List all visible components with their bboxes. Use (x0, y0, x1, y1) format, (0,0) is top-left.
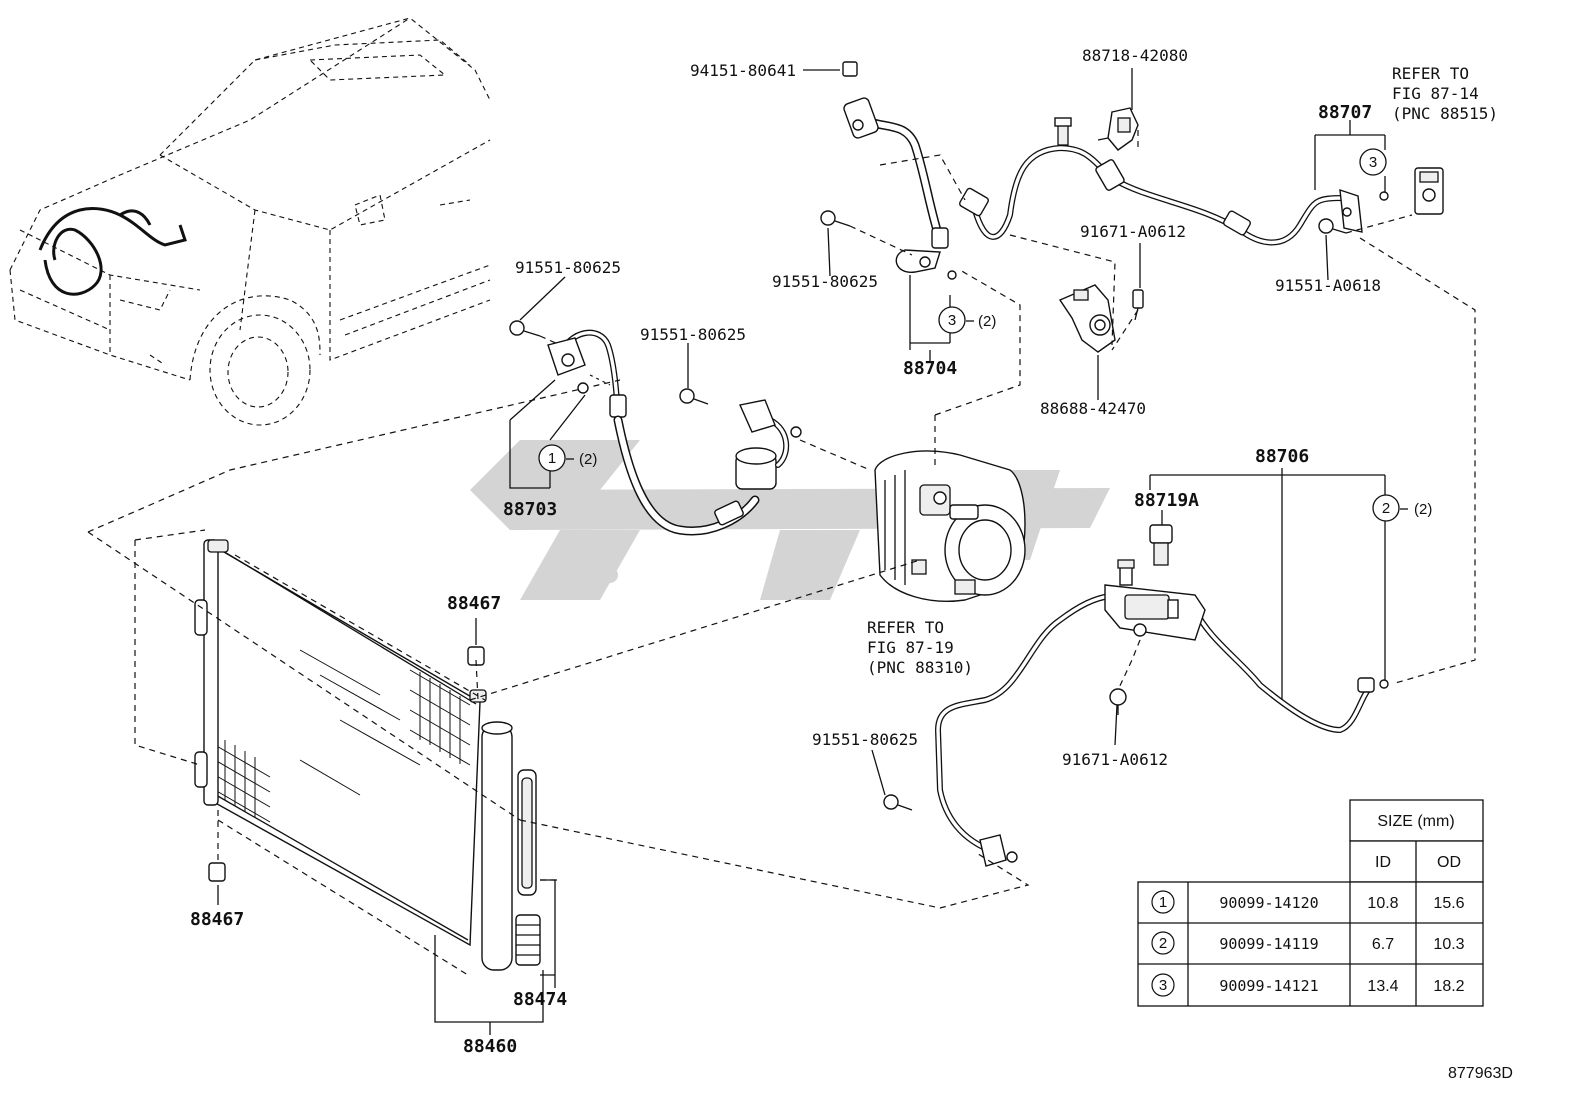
condenser-88460 (194, 539, 541, 971)
svg-text:2: 2 (1159, 935, 1167, 952)
expansion-valve (1414, 167, 1444, 215)
label-88719A: 88719A (1134, 490, 1199, 511)
svg-text:1: 1 (1159, 894, 1167, 911)
label-94151-80641: 94151-80641 (690, 61, 796, 80)
suction-hose-88704 (842, 61, 949, 273)
svg-text:10.3: 10.3 (1433, 936, 1464, 953)
svg-text:90099-14121: 90099-14121 (1219, 977, 1318, 995)
svg-text:13.4: 13.4 (1367, 978, 1398, 995)
bolts-top (820, 210, 1347, 234)
label-91551-80625-low: 91551-80625 (812, 730, 918, 749)
table-row: 1 90099-14120 10.8 15.6 (1151, 890, 1465, 914)
pipe-88707 (959, 117, 1363, 246)
label-88467-bottom: 88467 (190, 909, 244, 930)
callout-2: 2 (2) (1372, 494, 1432, 522)
dashed-leaders (87, 130, 1476, 976)
label-91551-A0618: 91551-A0618 (1275, 276, 1381, 295)
label-91551-80625-left: 91551-80625 (515, 258, 621, 277)
svg-text:90099-14119: 90099-14119 (1219, 935, 1318, 953)
svg-text:3: 3 (1159, 977, 1167, 994)
table-header-id: ID (1375, 854, 1391, 871)
o-rings (577, 191, 1389, 394)
label-88703: 88703 (503, 499, 557, 520)
bolts-low (883, 688, 1127, 811)
svg-text:(2): (2) (579, 451, 597, 468)
svg-text:3: 3 (948, 312, 956, 329)
svg-text:2: 2 (1382, 500, 1390, 517)
table-header-size: SIZE (mm) (1377, 813, 1454, 830)
svg-text:15.6: 15.6 (1433, 895, 1464, 912)
label-91551-80625-upper: 91551-80625 (772, 272, 878, 291)
label-91671-A0612-top: 91671-A0612 (1080, 222, 1186, 241)
callout-3-top: 3 (1359, 148, 1387, 176)
label-88704: 88704 (903, 358, 957, 379)
refer-fig-87-19-line3: (PNC 88310) (867, 658, 973, 677)
o-ring-size-table: SIZE (mm) ID OD 1 90099-14120 10.8 15.6 … (1137, 799, 1484, 1007)
refer-fig-87-14-line2: FIG 87-14 (1392, 84, 1479, 103)
label-91671-A0612-low: 91671-A0612 (1062, 750, 1168, 769)
table-row: 3 90099-14121 13.4 18.2 (1151, 973, 1465, 997)
callout-1: 1 (2) (538, 444, 597, 472)
table-row: 2 90099-14119 6.7 10.3 (1151, 931, 1465, 955)
bracket-88718 (1097, 107, 1139, 151)
discharge-hose-88703 (547, 329, 802, 536)
label-88460: 88460 (463, 1036, 517, 1057)
bolts-mid (509, 320, 709, 405)
label-91551-80625-mid: 91551-80625 (640, 325, 746, 344)
label-88474: 88474 (513, 989, 567, 1010)
refer-fig-87-14-line1: REFER TO (1392, 64, 1469, 83)
condenser-fins (214, 649, 471, 823)
label-88706: 88706 (1255, 446, 1309, 467)
label-88688-42470: 88688-42470 (1040, 399, 1146, 418)
label-88718-42080: 88718-42080 (1082, 46, 1188, 65)
svg-text:6.7: 6.7 (1372, 936, 1394, 953)
figure-id: 877963D (1448, 1065, 1513, 1082)
vehicle-outline (9, 17, 491, 426)
svg-text:18.2: 18.2 (1433, 978, 1464, 995)
table-header-od: OD (1437, 854, 1461, 871)
label-88707: 88707 (1318, 102, 1372, 123)
callout-3-mid: 3 (2) (938, 306, 996, 334)
svg-text:10.8: 10.8 (1367, 895, 1398, 912)
vehicle-ac-lines (38, 206, 187, 296)
compressor (874, 450, 1026, 602)
svg-text:3: 3 (1369, 154, 1377, 171)
leader-lines (217, 68, 1386, 1035)
refer-fig-87-14-line3: (PNC 88515) (1392, 104, 1498, 123)
label-88467-top: 88467 (447, 593, 501, 614)
svg-text:1: 1 (548, 450, 556, 467)
refer-fig-87-19-line2: FIG 87-19 (867, 638, 954, 657)
bracket-88688 (1058, 284, 1144, 353)
svg-text:(2): (2) (978, 313, 996, 330)
refer-fig-87-19-line1: REFER TO (867, 618, 944, 637)
svg-text:(2): (2) (1414, 501, 1432, 518)
svg-text:90099-14120: 90099-14120 (1219, 894, 1318, 912)
